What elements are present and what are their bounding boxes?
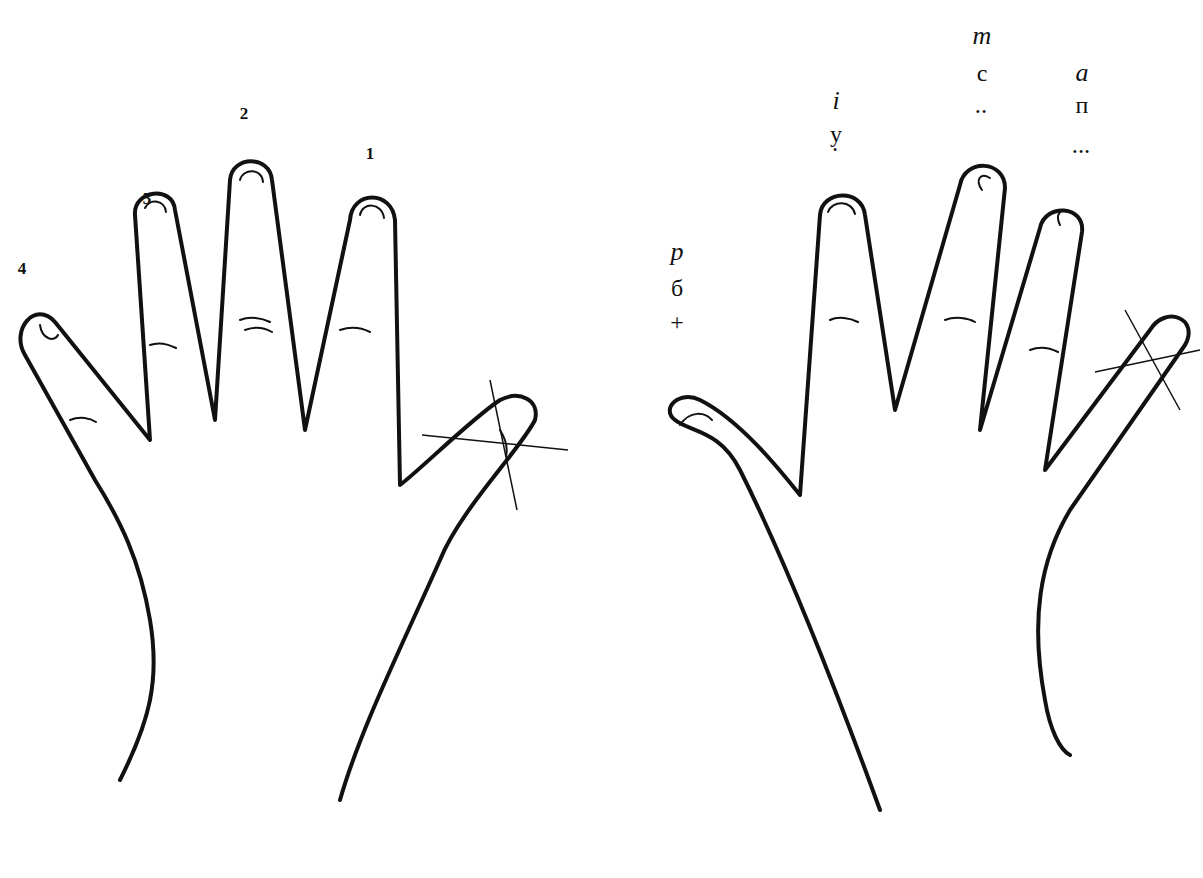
finger-letter: у: [830, 122, 842, 146]
finger-number: 2: [240, 105, 249, 122]
finger-letter: a: [1076, 60, 1089, 86]
finger-letter: m: [973, 23, 992, 49]
cross-mark: [1095, 350, 1200, 372]
fingernail: [40, 325, 58, 339]
fingernail: [360, 206, 384, 218]
cross-mark: [1125, 310, 1180, 410]
finger-letter: p: [671, 239, 684, 265]
fingernail: [1058, 210, 1070, 225]
finger-number: 3: [143, 190, 152, 207]
knuckle-crease: [70, 318, 1058, 456]
sign-mark: +: [670, 310, 684, 334]
fingernail: [240, 171, 263, 182]
finger-letter: б: [671, 276, 683, 300]
cross-mark: [490, 380, 517, 510]
fingernail: [979, 176, 990, 190]
dot-mark: ••: [976, 106, 988, 118]
left-hand-outline: [20, 161, 535, 800]
fingernail: [680, 414, 712, 425]
finger-letter: с: [977, 61, 988, 85]
dot-mark: •: [833, 144, 839, 156]
cross-mark: [422, 435, 568, 450]
finger-letter: п: [1076, 93, 1089, 117]
finger-letter: i: [832, 88, 839, 114]
finger-number: 1: [366, 145, 375, 162]
finger-number: 4: [18, 260, 27, 277]
right-hand-outline: [670, 166, 1189, 810]
fingernail: [828, 203, 855, 214]
dot-mark: •••: [1073, 146, 1092, 158]
